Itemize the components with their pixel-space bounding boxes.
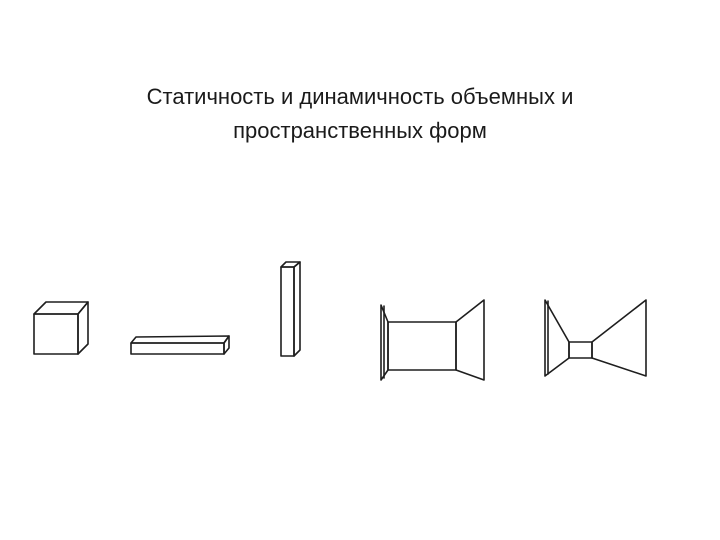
cube-front-face bbox=[33, 313, 79, 355]
title-line-2: пространственных форм bbox=[233, 118, 487, 143]
bar-top-face bbox=[130, 335, 230, 344]
cube-side-face bbox=[77, 301, 89, 355]
bowtie-figure bbox=[544, 299, 647, 377]
bowtie-right-wing bbox=[591, 299, 647, 377]
column-front-face bbox=[280, 266, 295, 357]
horizontal-bar-figure bbox=[130, 335, 230, 355]
slide-title: Статичность и динамичность объемных и пр… bbox=[40, 80, 680, 148]
bar-side-face bbox=[223, 335, 230, 355]
box-center-panel bbox=[387, 321, 457, 371]
title-line-1: Статичность и динамичность объемных и bbox=[146, 84, 574, 109]
vertical-column-figure bbox=[280, 261, 301, 357]
box-left-flap bbox=[380, 304, 389, 381]
column-side-face bbox=[293, 261, 301, 357]
cube-figure bbox=[33, 301, 89, 355]
opened-box-figure bbox=[380, 299, 485, 381]
bar-front-face bbox=[130, 342, 225, 355]
bowtie-center-block bbox=[568, 341, 593, 359]
box-right-flap bbox=[455, 299, 485, 381]
